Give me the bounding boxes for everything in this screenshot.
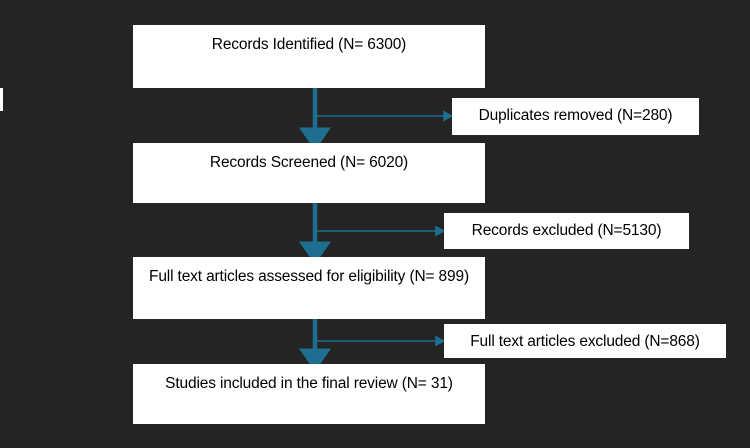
- node-duplicates-removed: Duplicates removed (N=280): [452, 98, 699, 135]
- node-studies-included-label: Studies included in the final review (N=…: [165, 375, 453, 392]
- node-fulltext-excluded: Full text articles excluded (N=868): [444, 324, 726, 358]
- node-records-identified: Records Identified (N= 6300): [133, 25, 485, 88]
- cropped-edge-element: [0, 88, 3, 111]
- node-studies-included: Studies included in the final review (N=…: [133, 364, 485, 424]
- node-fulltext-assessed: Full text articles assessed for eligibil…: [133, 257, 485, 319]
- node-duplicates-removed-label: Duplicates removed (N=280): [478, 107, 673, 124]
- node-records-screened-label: Records Screened (N= 6020): [209, 154, 409, 171]
- node-fulltext-assessed-label: Full text articles assessed for eligibil…: [149, 268, 469, 285]
- node-fulltext-excluded-label: Full text articles excluded (N=868): [470, 333, 700, 350]
- node-records-excluded-label: Records excluded (N=5130): [471, 222, 662, 239]
- node-records-excluded: Records excluded (N=5130): [444, 213, 689, 249]
- node-records-screened: Records Screened (N= 6020): [133, 143, 485, 203]
- node-records-identified-label: Records Identified (N= 6300): [211, 36, 407, 53]
